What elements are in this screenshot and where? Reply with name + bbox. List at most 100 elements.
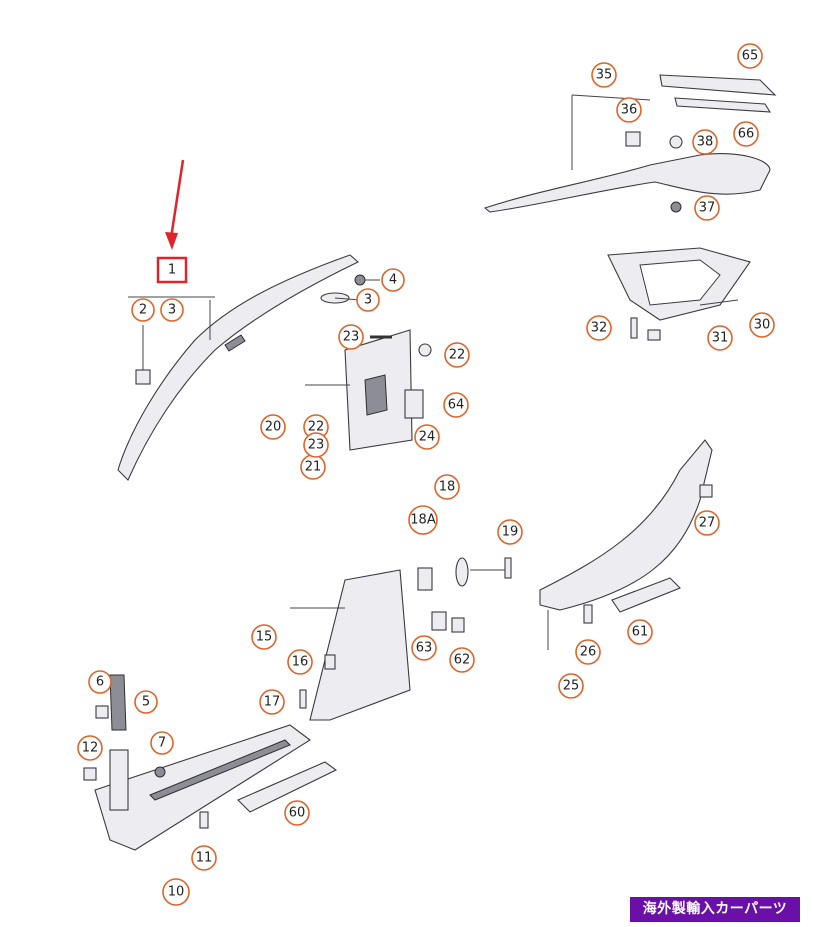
svg-text:20: 20 — [265, 420, 282, 435]
clip-12 — [83, 767, 97, 781]
clip-36 — [625, 131, 641, 147]
clip-32 — [630, 317, 638, 339]
callout-3b: 3 — [356, 288, 380, 312]
svg-text:25: 25 — [563, 679, 580, 694]
callout-27: 27 — [694, 510, 720, 536]
callout-20: 20 — [260, 414, 286, 440]
svg-text:62: 62 — [454, 653, 471, 668]
svg-text:23: 23 — [343, 330, 360, 345]
svg-text:22: 22 — [308, 420, 325, 435]
clip-17 — [299, 689, 307, 709]
svg-text:37: 37 — [699, 201, 716, 216]
callout-18: 18 — [434, 474, 460, 500]
clip-31 — [647, 329, 661, 341]
callout-63: 63 — [411, 635, 437, 661]
svg-text:60: 60 — [289, 806, 306, 821]
clip-16 — [324, 654, 336, 670]
svg-text:64: 64 — [448, 398, 465, 413]
callout-23b: 23 — [303, 432, 329, 458]
step-plate-60 — [237, 761, 338, 813]
callout-3: 3 — [160, 298, 184, 322]
watermark-banner: 海外製輸入カーパーツ — [630, 897, 800, 922]
callout-32: 32 — [586, 315, 612, 341]
callout-4: 4 — [381, 268, 405, 292]
callout-30: 30 — [749, 312, 775, 338]
svg-text:11: 11 — [196, 851, 213, 866]
b-pillar-upper-trim — [305, 329, 432, 451]
svg-text:18: 18 — [439, 480, 456, 495]
svg-text:12: 12 — [82, 741, 99, 756]
strip-5 — [109, 674, 127, 731]
svg-text:4: 4 — [389, 273, 397, 288]
callout-6: 6 — [88, 670, 112, 694]
callout-24: 24 — [414, 424, 440, 450]
svg-text:15: 15 — [256, 630, 273, 645]
step-plate-61 — [611, 577, 681, 613]
svg-text:5: 5 — [142, 695, 150, 710]
svg-text:24: 24 — [419, 430, 436, 445]
screw-4 — [354, 274, 380, 286]
callout-62: 62 — [449, 647, 475, 673]
callout-37: 37 — [694, 195, 720, 221]
clip-38 — [669, 135, 683, 149]
callout-18a: 18A — [408, 505, 438, 535]
svg-text:30: 30 — [754, 318, 771, 333]
clip-6 — [95, 705, 109, 719]
rear-quarter-trim — [483, 94, 771, 213]
svg-text:10: 10 — [168, 885, 185, 900]
callout-25: 25 — [558, 673, 584, 699]
callout-65: 65 — [737, 43, 763, 69]
svg-text:18A: 18A — [410, 513, 436, 528]
svg-text:22: 22 — [449, 348, 466, 363]
callout-64: 64 — [443, 392, 469, 418]
svg-text:32: 32 — [591, 321, 608, 336]
highlighted-part-1: 1 — [156, 256, 188, 284]
seatbelt-guide-18 — [417, 557, 512, 591]
clip-27 — [699, 484, 713, 498]
clip-63-62 — [431, 611, 465, 633]
svg-text:3: 3 — [364, 293, 372, 308]
callout-66: 66 — [733, 121, 759, 147]
svg-text:21: 21 — [305, 460, 322, 475]
callout-10: 10 — [162, 878, 190, 906]
svg-text:2: 2 — [139, 303, 147, 318]
callout-26: 26 — [575, 639, 601, 665]
svg-text:23: 23 — [308, 438, 325, 453]
svg-text:16: 16 — [292, 655, 309, 670]
svg-text:65: 65 — [742, 49, 759, 64]
svg-text:19: 19 — [502, 525, 519, 540]
callout-60: 60 — [284, 800, 310, 826]
callout-19: 19 — [497, 519, 523, 545]
screw-37 — [670, 201, 682, 213]
callout-5: 5 — [134, 690, 158, 714]
callout-12: 12 — [77, 735, 103, 761]
svg-text:31: 31 — [712, 331, 729, 346]
callout-16: 16 — [287, 649, 313, 675]
svg-text:7: 7 — [158, 736, 166, 751]
clip-2 — [135, 325, 151, 385]
quarter-window-trim — [607, 247, 751, 321]
svg-text:61: 61 — [632, 625, 649, 640]
front-sill-trim — [94, 724, 311, 851]
callout-21: 21 — [300, 454, 326, 480]
clip-26 — [583, 604, 593, 624]
screw-7 — [154, 766, 166, 778]
callout-11: 11 — [191, 845, 217, 871]
callout-31: 31 — [707, 325, 733, 351]
clip-3 — [320, 292, 361, 304]
callout-61: 61 — [627, 619, 653, 645]
highlighted-part-label: 1 — [168, 263, 176, 278]
svg-text:38: 38 — [697, 135, 714, 150]
callout-23: 23 — [338, 324, 364, 350]
svg-text:66: 66 — [738, 127, 755, 142]
callout-2: 2 — [131, 298, 155, 322]
callout-17: 17 — [259, 689, 285, 715]
callout-36: 36 — [616, 97, 642, 123]
callout-22: 22 — [444, 342, 470, 368]
a-pillar-trim — [117, 254, 359, 481]
rear-sill-trim — [539, 439, 713, 650]
callout-38: 38 — [692, 129, 718, 155]
svg-text:3: 3 — [168, 303, 176, 318]
svg-text:17: 17 — [264, 695, 281, 710]
